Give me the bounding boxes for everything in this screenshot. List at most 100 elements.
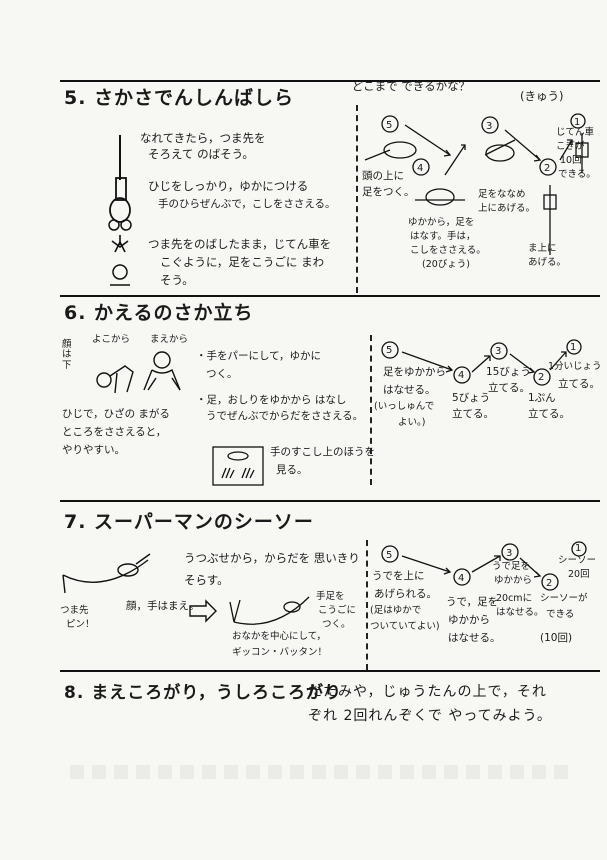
section7-steps-arrows	[381, 541, 587, 591]
section8-text-a: たたみや，じゅうたんの上で，それ	[308, 684, 547, 700]
s5-step1-b: こぎが	[556, 141, 585, 152]
divider-6-7	[60, 500, 600, 502]
s7-step4-b: ゆかから	[448, 614, 490, 626]
s7-step3-a: うで足を	[492, 561, 531, 572]
s5-step3-a: 足をななめ	[478, 189, 526, 200]
s6-tip-c: やりやすい。	[62, 444, 125, 456]
s5-step3-b: 上にあげる。	[478, 203, 536, 214]
s6-step4-a: 5びょう	[452, 392, 491, 404]
s5-step4-a: ゆかから，足を	[408, 217, 475, 228]
right-arrow-icon	[189, 599, 217, 623]
section5-tip3b: こぐように，足をこうごに まわ	[160, 255, 325, 269]
divider-top	[60, 80, 600, 82]
s7-step4-c: はなせる。	[448, 632, 501, 644]
s6-step1-number: 1	[570, 342, 577, 353]
section5-divider	[356, 105, 358, 293]
s7-hand-c: つく。	[322, 619, 351, 630]
s6-front-view-label: まえから	[150, 334, 189, 345]
s6-point1b: つく。	[206, 368, 238, 380]
s6-step4-b: 立てる。	[452, 408, 494, 420]
s7-toe-b: ピン！	[66, 619, 95, 630]
section5-tip2a: ひじをしっかり，ゆかにつける	[148, 179, 309, 193]
section5-tip3a: つま先をのばしたまま，じてん車を	[148, 237, 332, 251]
s7-hand-a: 手足を	[316, 591, 345, 602]
s5-step1-number: 1	[574, 117, 581, 128]
s7-hand-b: こうごに	[318, 605, 357, 616]
s7-center-a: おなかを中心にして，	[232, 631, 327, 642]
s7-toe-a: つま先	[60, 605, 89, 616]
s7-step2-number: 2	[546, 578, 553, 589]
s7-step1-b: 20回	[568, 569, 590, 580]
s5-step4-c: こしをささえる。	[410, 245, 486, 256]
section5-title: 5. さかさでんしんばしら	[64, 87, 295, 109]
s7-step2-c: (10回)	[540, 632, 573, 644]
s6-step5-a: 足をゆかから	[383, 366, 446, 378]
section5-tip3c: そう。	[160, 273, 194, 287]
s5-step5-number: 5	[386, 120, 393, 131]
section5-steps-drawing	[364, 113, 589, 255]
bleed-through-shadow	[70, 765, 570, 779]
s5-step2-a: ま上に	[528, 243, 557, 254]
s7-face-label: 顔，手はまえ。	[126, 600, 200, 612]
s6-step3-number: 3	[495, 346, 502, 357]
s7-step2-a: シーソーが	[540, 593, 588, 604]
s6-point2b: うでぜんぶでからだをささえる。	[206, 410, 364, 422]
s6-tip-b: ところをささえると，	[62, 426, 167, 438]
s5-step3-number: 3	[486, 121, 493, 132]
s7-step5-number: 5	[386, 550, 393, 561]
hands-on-floor-icon	[212, 446, 264, 486]
s7-step4-a: うで，足を	[446, 596, 499, 608]
section5-tip1a: なれてきたら，つま先を	[140, 131, 266, 145]
s7-center-b: ギッコン・バッタン！	[232, 647, 328, 658]
s6-step3-b: 立てる。	[488, 382, 530, 394]
s6-step5-number: 5	[386, 345, 393, 356]
s6-face-down-label: 顔は下	[62, 339, 72, 371]
section6-divider	[370, 335, 372, 485]
s6-side-view-label: よこから	[92, 334, 131, 345]
section5-grade: (きゅう)	[520, 89, 564, 103]
section5-tip2b: 手のひらぜんぶで，こしをささえる。	[158, 198, 336, 210]
s5-step4-d: (20びょう)	[422, 259, 471, 270]
s5-step2-b: あげる。	[528, 257, 567, 268]
s6-step5-c: (いっしゅんで	[374, 401, 435, 412]
headstand-figure-icon	[108, 135, 132, 286]
s6-step1-b: 立てる。	[558, 378, 600, 390]
seesaw-figure-icon	[229, 596, 310, 625]
divider-5-6	[60, 295, 600, 297]
s6-step1-a: 1分いじょう	[548, 361, 602, 372]
s7-step5-c: (足はゆかで	[370, 605, 422, 616]
section6-steps-arrows	[381, 339, 582, 386]
s6-step2-b: 立てる。	[528, 408, 570, 420]
s7-step3-number: 3	[506, 548, 513, 559]
s5-step1-c: 10回	[560, 155, 582, 166]
section8-text-b: ぞれ 2回れんぞくで やってみよう。	[308, 708, 552, 724]
s6-step5-d: よい。)	[398, 417, 426, 428]
s5-step2-number: 2	[544, 163, 551, 174]
section6-title: 6. かえるのさか立ち	[64, 302, 254, 324]
s6-point2a: ・足，おしりをゆかから はなし	[196, 394, 347, 406]
s7-step3-c: 20cmに	[496, 593, 533, 604]
divider-7-8	[60, 670, 600, 672]
section7-divider	[366, 540, 368, 670]
s6-point1a: ・手をパーにして，ゆかに	[196, 350, 321, 362]
s6-look-b: 見る。	[276, 464, 308, 476]
section5-question: どこまで できるかな？	[352, 79, 471, 93]
superman-pose-icon	[62, 553, 151, 594]
s7-desc-a: うつぶせから，からだを 思いきり	[184, 551, 360, 565]
s5-step4-b: はなす。手は，	[410, 231, 476, 242]
s7-step5-a: うでを上に	[372, 570, 425, 582]
s6-tip-a: ひじで，ひざの まがる	[62, 408, 170, 420]
s7-step2-b: できる	[546, 609, 575, 620]
s6-step5-b: はなせる。	[383, 384, 436, 396]
section5-tip1b: そろえて のばそう。	[148, 147, 254, 161]
s7-step1-number: 1	[575, 543, 582, 554]
s6-step3-a: 15びょう	[486, 366, 531, 378]
s7-desc-b: そらす。	[184, 573, 229, 587]
s5-step1-d: できる。	[558, 169, 596, 180]
s7-step5-d: ついていてよい)	[370, 621, 440, 632]
s5-step4-number: 4	[417, 163, 424, 174]
s7-step4-number: 4	[458, 573, 465, 584]
section8-title: 8. まえころがり，うしろころがり	[64, 683, 343, 703]
section7-title: 7. スーパーマンのシーソー	[64, 511, 314, 533]
